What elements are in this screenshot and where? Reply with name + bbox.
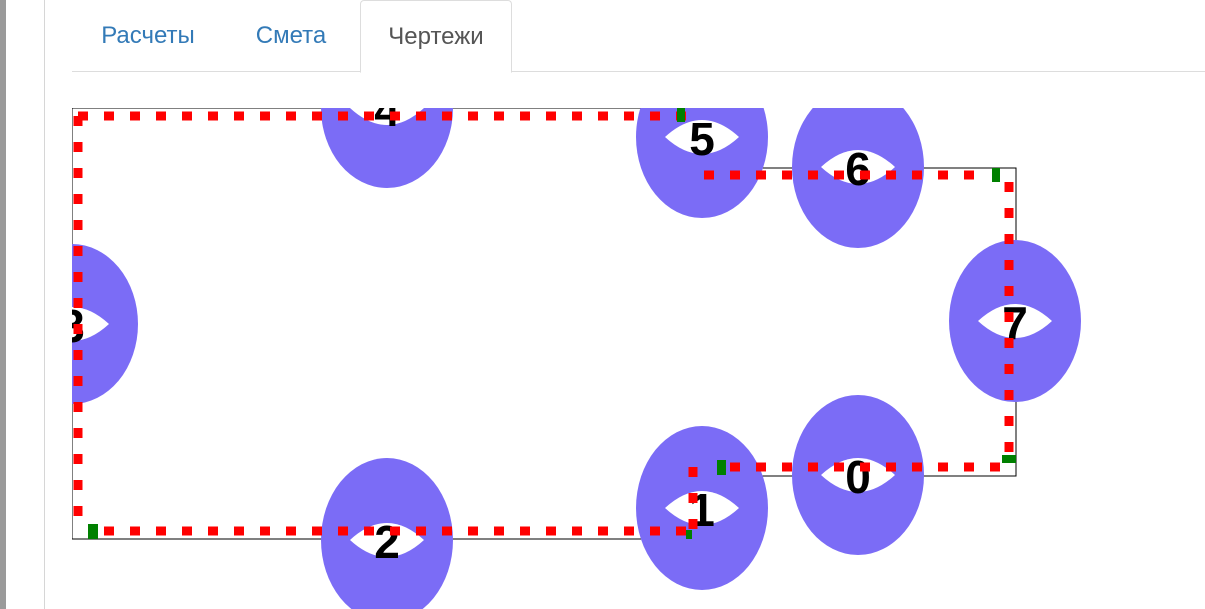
corner-marker — [717, 460, 726, 475]
node-label-0: 0 — [845, 451, 871, 503]
node-label-4: 4 — [374, 84, 400, 136]
node-marker-4[interactable]: 4 — [321, 28, 453, 188]
tab-drawings[interactable]: Чертежи — [360, 0, 512, 73]
node-label-5: 5 — [689, 113, 715, 165]
node-marker-1[interactable]: 1 — [636, 426, 768, 590]
corner-marker — [686, 530, 692, 539]
tab-bar: Расчеты Смета Чертежи — [72, 0, 1205, 73]
node-marker-2[interactable]: 2 — [321, 458, 453, 609]
corner-marker — [1002, 455, 1016, 463]
tab-estimate[interactable]: Смета — [255, 22, 327, 49]
corner-marker — [677, 108, 685, 122]
node-marker-3[interactable]: 3 — [6, 244, 138, 404]
node-label-6: 6 — [845, 143, 871, 195]
corner-marker — [992, 168, 1000, 182]
tab-calculations[interactable]: Расчеты — [101, 22, 195, 49]
corner-marker — [88, 524, 98, 539]
left-border — [0, 0, 6, 609]
node-marker-6[interactable]: 6 — [792, 86, 924, 248]
node-marker-0[interactable]: 0 — [792, 395, 924, 555]
node-marker-5[interactable]: 5 — [636, 56, 768, 218]
left-border-inner — [44, 0, 45, 609]
node-marker-7[interactable]: 7 — [949, 240, 1081, 402]
node-label-2: 2 — [374, 516, 400, 568]
